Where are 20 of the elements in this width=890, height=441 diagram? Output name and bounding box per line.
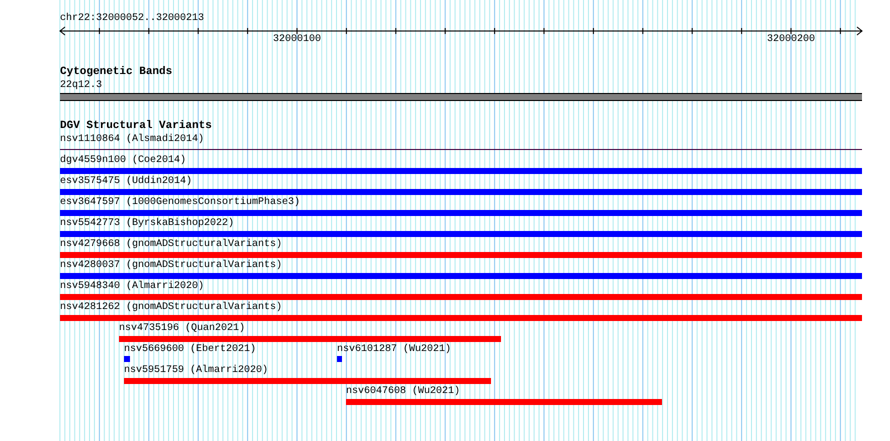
- tick-label: 32000100: [273, 34, 321, 46]
- variant-label: esv3575475 (Uddin2014): [60, 176, 192, 188]
- variant-label: nsv4281262 (gnomADStructuralVariants): [60, 302, 282, 314]
- variant-label: nsv6047608 (Wu2021): [346, 386, 460, 398]
- variant-label: nsv5542773 (ByrskaBishop2022): [60, 218, 234, 230]
- variant-label: nsv6101287 (Wu2021): [337, 344, 452, 356]
- locus-label: chr22:32000052..32000213: [60, 13, 204, 25]
- variant-label: nsv4280037 (gnomADStructuralVariants): [60, 260, 282, 272]
- variant-label: esv3647597 (1000GenomesConsortiumPhase3): [60, 197, 300, 209]
- track-title: Cytogenetic Bands: [60, 66, 172, 78]
- track-title: DGV Structural Variants: [60, 120, 212, 132]
- tick-label: 32000200: [767, 34, 815, 46]
- band-label: 22q12.3: [60, 80, 102, 92]
- variant-label: nsv4279668 (gnomADStructuralVariants): [60, 239, 282, 251]
- variant-label: dgv4559n100 (Coe2014): [60, 155, 186, 167]
- variant-label: nsv5948340 (Almarri2020): [60, 281, 204, 293]
- variant-label: nsv5669600 (Ebert2021): [124, 344, 256, 356]
- variant-label: nsv4735196 (Quan2021): [119, 323, 246, 335]
- variant-label: nsv1110864 (Alsmadi2014): [60, 134, 204, 146]
- variant-label: nsv5951759 (Almarri2020): [124, 365, 268, 377]
